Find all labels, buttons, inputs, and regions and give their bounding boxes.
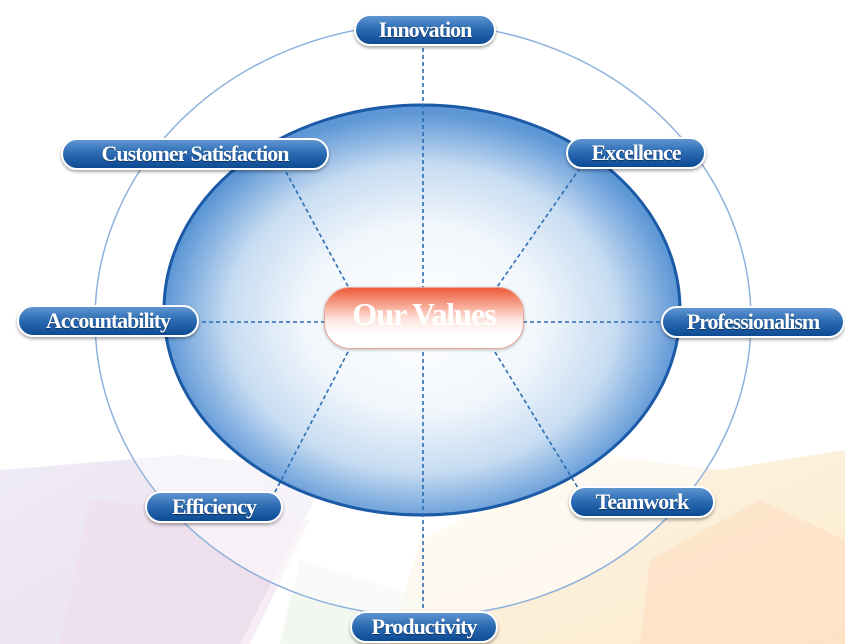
center-label: Our Values: [352, 296, 496, 332]
value-efficiency: Efficiency: [145, 491, 283, 523]
value-professionalism: Professionalism: [661, 306, 845, 338]
value-teamwork: Teamwork: [569, 486, 715, 518]
center-node: Our Values: [324, 287, 524, 349]
connector-excellence: [494, 167, 581, 291]
connector-customer-satisfaction: [285, 171, 351, 291]
connector-lines: [195, 48, 663, 610]
connector-efficiency: [274, 351, 349, 493]
value-productivity: Productivity: [350, 611, 498, 643]
connector-teamwork: [494, 351, 579, 489]
value-accountability: Accountability: [17, 305, 199, 337]
value-customer-satisfaction: Customer Satisfaction: [61, 138, 329, 170]
value-excellence: Excellence: [566, 137, 706, 169]
value-innovation: Innovation: [354, 14, 496, 46]
